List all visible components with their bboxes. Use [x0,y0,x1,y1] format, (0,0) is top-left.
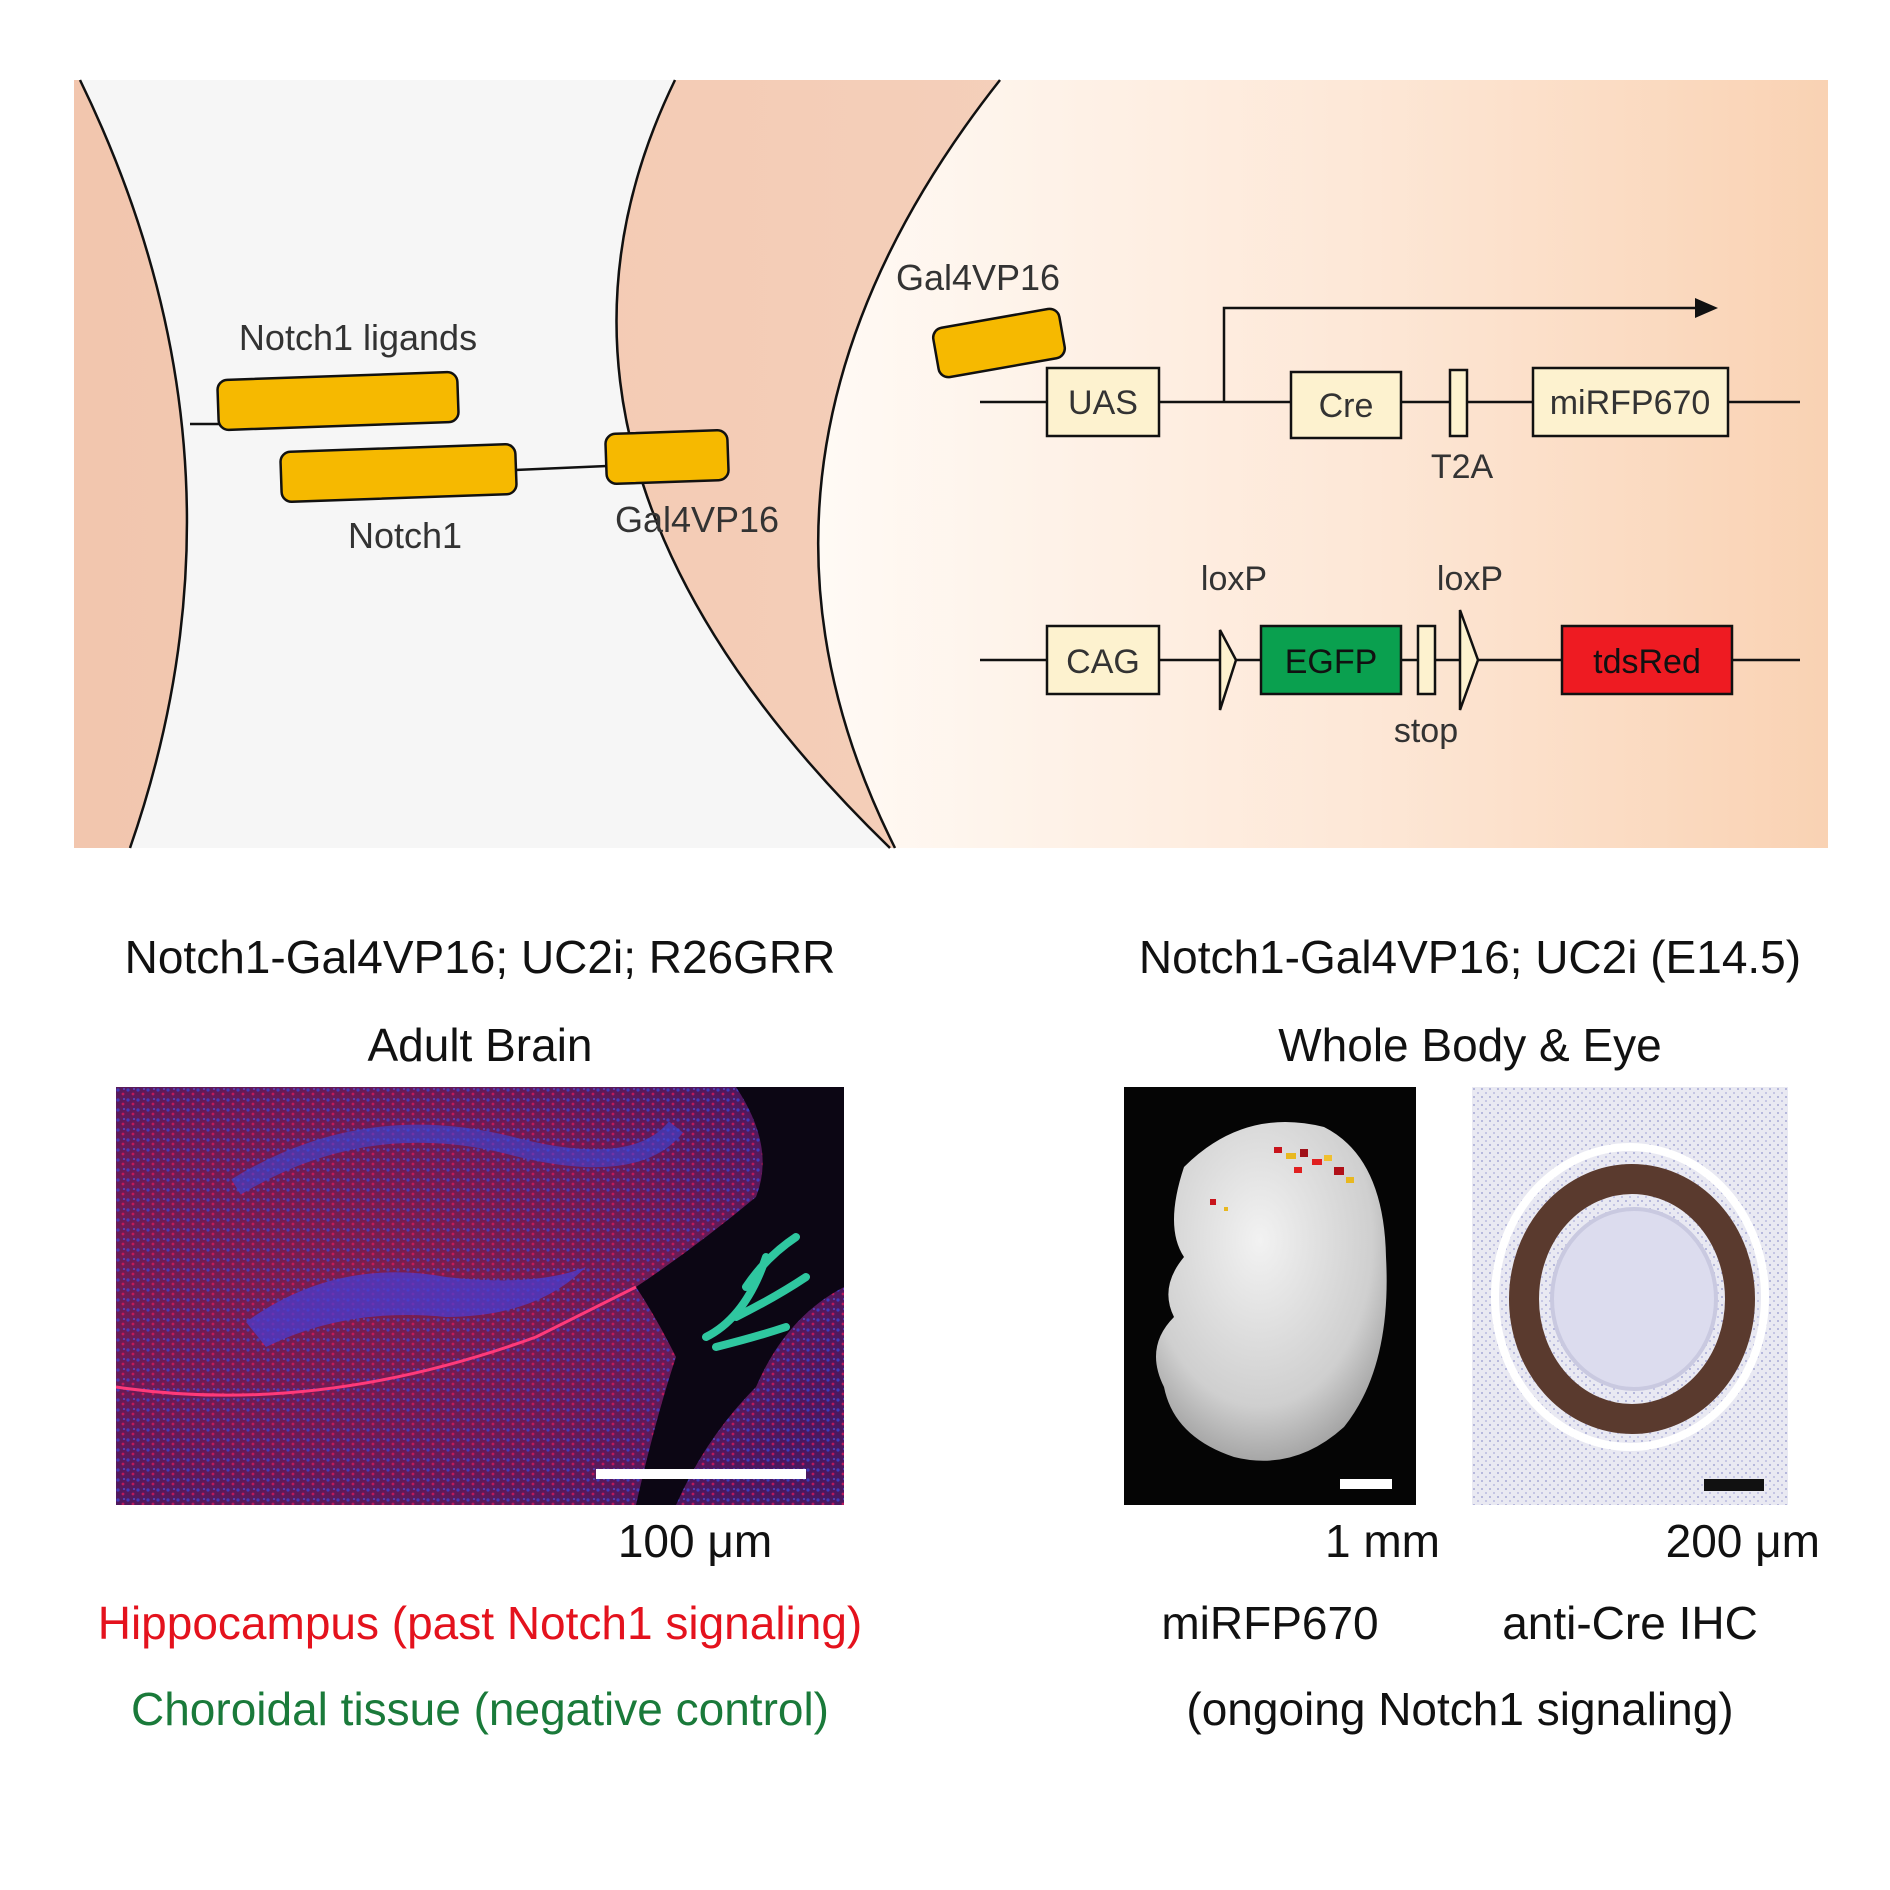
loxp-right-label: loxP [1437,560,1503,598]
anti-cre-caption: anti-Cre IHC [1502,1597,1758,1649]
ca-band [231,1121,684,1195]
construct-cag-reporter: CAG loxP EGFP stop loxP tdsRed [980,560,1800,750]
ongoing-signaling-note: (ongoing Notch1 signaling) [1186,1683,1734,1735]
signaling-diagram: Notch1 ligands Notch1 Gal4VP16 Gal4VP16 … [74,79,1828,849]
right-subtitle: Whole Body & Eye [1278,1019,1662,1071]
notch1-ligand-protein [216,370,460,432]
egfp-label: EGFP [1285,643,1378,681]
t2a-box [1448,368,1469,438]
lens [1550,1207,1718,1391]
scale-bar-eye [1704,1479,1764,1491]
tdsred-box [1560,624,1734,696]
ventricle-region [636,1087,844,1505]
uas-box [1045,366,1161,438]
left-cell-membrane [78,79,189,849]
embryo-image [1124,1087,1416,1505]
egfp-box [1259,624,1403,696]
gal4vp16-membrane-label: Gal4VP16 [615,499,779,540]
mirfp670-box [1531,366,1730,438]
left-subtitle: Adult Brain [367,1019,593,1071]
notch1-ligands-label: Notch1 ligands [239,317,477,358]
uas-label: UAS [1068,384,1138,422]
left-genotype-title: Notch1-Gal4VP16; UC2i; R26GRR [124,931,836,983]
eye-ihc-image [1472,1087,1788,1505]
gal4vp16-nuclear-protein [931,307,1067,379]
stop-box [1416,624,1437,696]
mirfp670-signal [1210,1147,1354,1211]
legend-choroidal: Choroidal tissue (negative control) [130,1683,830,1735]
arrow-head-icon [1695,298,1718,318]
scale-bar-embryo [1340,1479,1392,1489]
loxp-left-label: loxP [1201,560,1267,598]
mirfp670-caption: miRFP670 [1161,1597,1379,1649]
tdsred-label: tdsRed [1593,643,1701,681]
loxp-right-icon [1458,609,1480,711]
cre-box [1289,370,1403,440]
notch1-linker [514,464,608,472]
right-genotype-title: Notch1-Gal4VP16; UC2i (E14.5) [1138,931,1802,983]
brain-fluorescence-image [116,1087,844,1505]
scale-bar-brain [596,1469,806,1479]
vessel-line [116,1285,637,1397]
nuclear-membrane [816,79,1001,849]
gal4vp16-membrane-protein [604,428,730,486]
embryo-scale-label: 1 mm [1325,1515,1440,1567]
notch1-label: Notch1 [348,515,462,556]
mirfp670-label: miRFP670 [1550,384,1711,422]
cag-box [1045,624,1161,696]
stop-label: stop [1394,712,1458,750]
gal4vp16-nuclear-label: Gal4VP16 [896,257,1060,298]
embryo-body [1156,1122,1387,1461]
cag-label: CAG [1066,643,1140,681]
left-scale-label: 100 μm [617,1515,773,1567]
choroidal-tissue [702,1233,810,1351]
eye-scale-label: 200 μm [1665,1515,1820,1567]
t2a-label: T2A [1431,448,1494,486]
retina-cre-positive [1509,1164,1755,1434]
cre-label: Cre [1319,387,1374,425]
eye-outer-space [1491,1143,1769,1451]
dentate-gyrus-band [246,1267,586,1347]
construct-uas-cre: UAS Cre T2A miRFP670 [980,298,1800,486]
transcription-arrow [1222,306,1705,402]
nucleus-region [818,80,1828,848]
loxp-left-icon [1218,629,1238,711]
notch1-protein [279,442,518,503]
legend-hippocampus: Hippocampus (past Notch1 signaling) [97,1597,863,1649]
